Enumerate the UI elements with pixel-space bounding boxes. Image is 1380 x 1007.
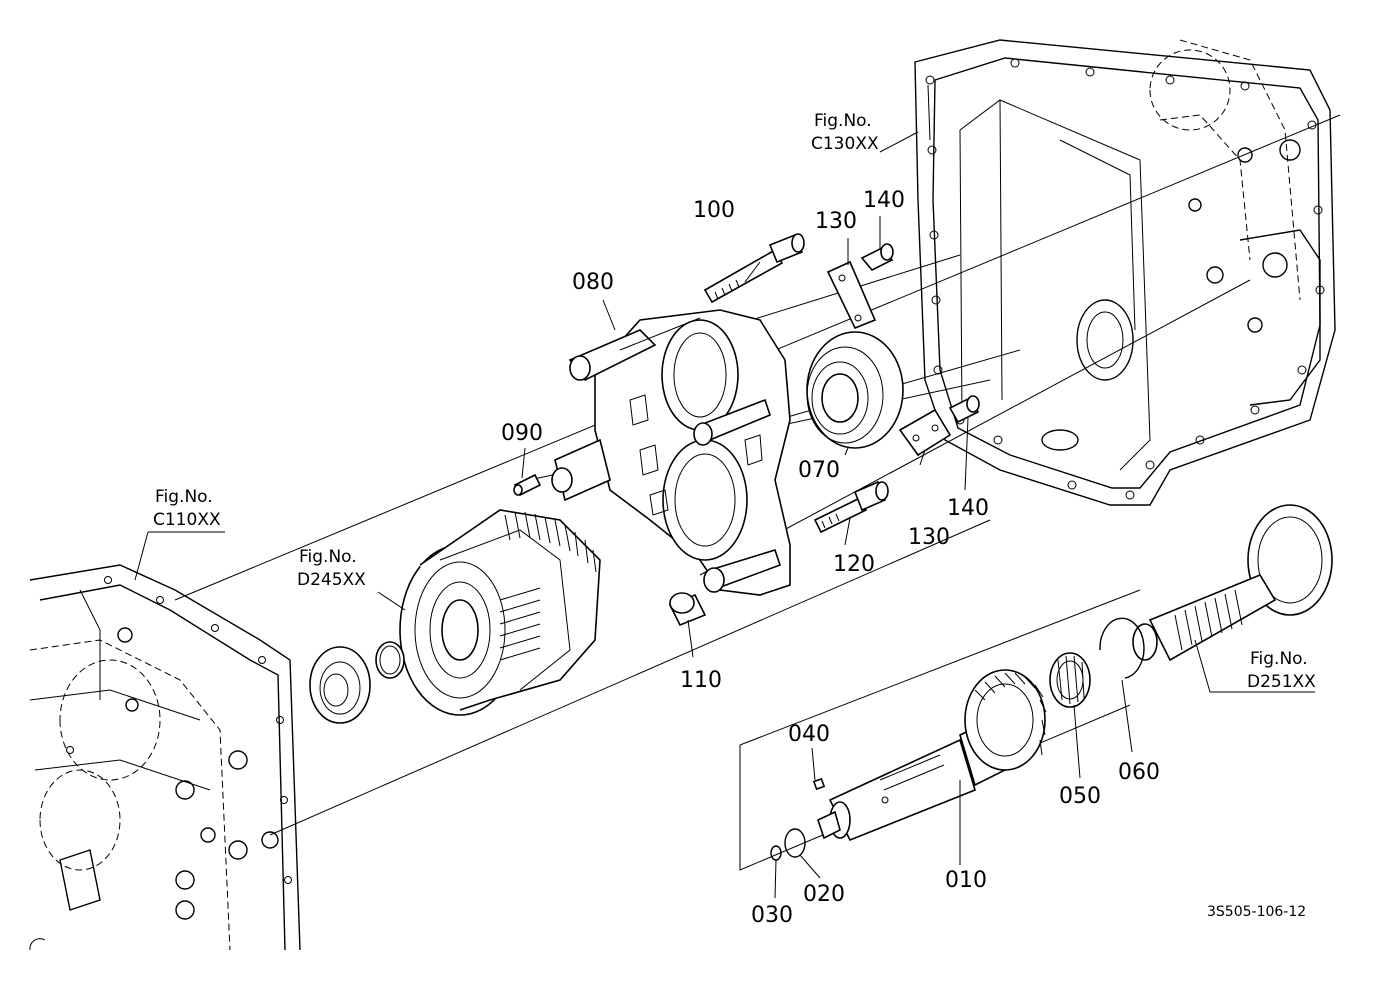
label-130-lower: 130: [908, 525, 950, 550]
drawing-code: 3S505-106-12: [1207, 904, 1306, 920]
label-070: 070: [798, 458, 840, 483]
fig-ref-c130-line2: C130XX: [811, 134, 879, 154]
part-040-plug: [812, 777, 826, 791]
transmission-case-front-housing: [29, 564, 301, 951]
label-140-upper: 140: [863, 188, 905, 213]
label-130-upper: 130: [815, 209, 857, 234]
fig-ref-c130-line1: Fig.No.: [814, 111, 872, 131]
clutch-snap-ring: [375, 641, 405, 679]
fig-ref-c110-line1: Fig.No.: [155, 487, 213, 507]
figure-reference-d245[interactable]: Fig.No. D245XX: [297, 547, 366, 590]
part-130-lock-plate-upper: [826, 260, 877, 330]
label-030: 030: [751, 903, 793, 928]
part-090-pin: [513, 473, 542, 497]
label-100: 100: [693, 198, 735, 223]
fig-ref-d245-line1: Fig.No.: [299, 547, 357, 567]
label-050: 050: [1059, 784, 1101, 809]
label-120: 120: [833, 552, 875, 577]
figure-reference-c110[interactable]: Fig.No. C110XX: [153, 487, 221, 530]
label-010: 010: [945, 868, 987, 893]
leader-lines: [134, 131, 1315, 899]
fig-ref-c110-line2: C110XX: [153, 510, 221, 530]
clutch-pack-assembly: [399, 509, 601, 716]
part-020-o-ring: [784, 828, 806, 858]
label-060: 060: [1118, 760, 1160, 785]
label-090: 090: [501, 421, 543, 446]
part-010-shaft: [817, 669, 1047, 842]
transmission-case-rear-housing: [914, 39, 1336, 506]
part-140-bolt-lower: [948, 395, 980, 424]
part-130-lock-plate-lower: [898, 408, 952, 457]
fig-ref-d251-line2: D251XX: [1247, 672, 1316, 692]
figure-reference-d251[interactable]: Fig.No. D251XX: [1247, 649, 1316, 692]
part-050-needle-bearing: [1049, 652, 1091, 708]
part-080-bracket: [551, 309, 791, 596]
clutch-bearing: [309, 646, 371, 724]
part-number-labels: 080 100 130 140 090 070 140 130 120 110 …: [501, 188, 1160, 928]
label-110: 110: [680, 668, 722, 693]
label-020: 020: [803, 882, 845, 907]
fig-ref-d251-line1: Fig.No.: [1250, 649, 1308, 669]
fig-ref-d245-line2: D245XX: [297, 570, 366, 590]
part-120-bolt: [813, 480, 889, 534]
output-shaft-gear: [1132, 504, 1333, 662]
part-060-snap-ring: [1099, 617, 1145, 679]
part-100-bolt: [703, 233, 805, 304]
part-070-bearing: [806, 331, 904, 449]
label-040: 040: [788, 722, 830, 747]
part-110-collar: [668, 592, 707, 627]
label-140-lower: 140: [947, 496, 989, 521]
figure-reference-c130[interactable]: Fig.No. C130XX: [811, 111, 879, 154]
part-140-bolt-upper: [860, 243, 894, 271]
label-080: 080: [572, 270, 614, 295]
